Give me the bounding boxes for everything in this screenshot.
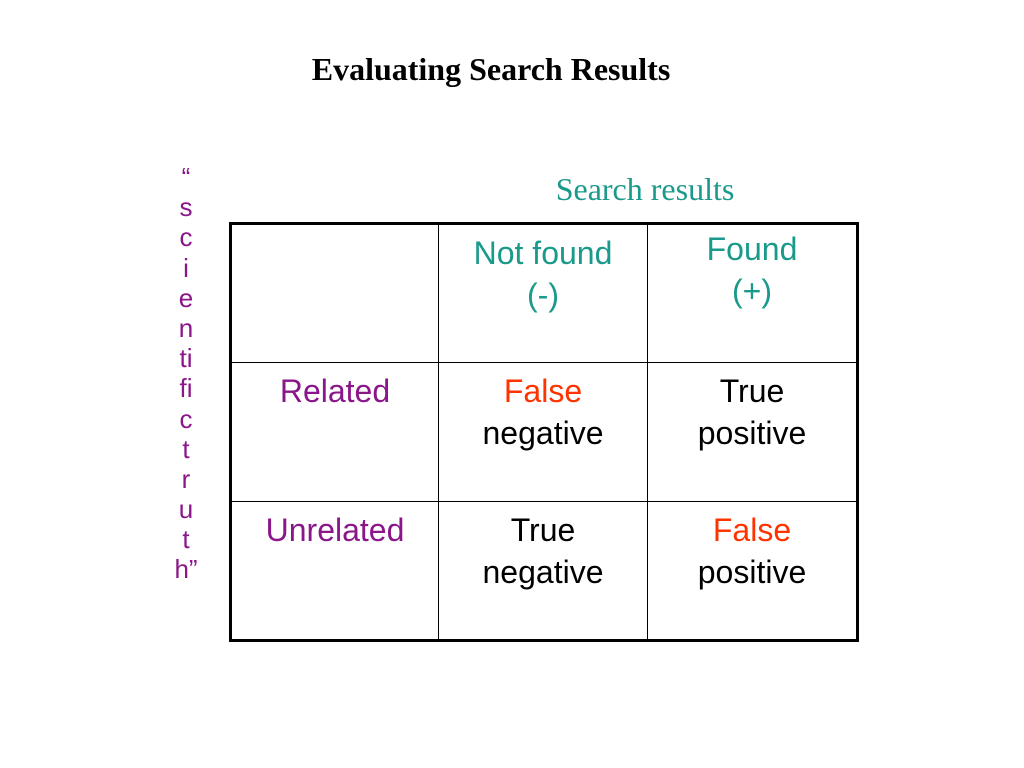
table-row: Unrelated True negative False positive — [230, 501, 858, 641]
row-group-label-char: u — [178, 494, 194, 525]
header-not-found: Not found (-) — [438, 223, 648, 363]
cell-word: positive — [697, 414, 807, 451]
row-label-unrelated: Unrelated — [230, 501, 439, 641]
row-group-label-char: c — [179, 403, 193, 434]
cell-word: positive — [697, 553, 807, 590]
row-group-label-char: “ — [181, 162, 191, 192]
cell-false-positive: False positive — [647, 501, 858, 641]
cell-word: False — [503, 373, 583, 409]
row-group-label-char: ti — [179, 343, 193, 374]
cell-word: negative — [482, 414, 604, 451]
cell-true-negative: True negative — [438, 501, 648, 641]
cell-false-negative: False negative — [438, 362, 648, 502]
cell-word: False — [712, 512, 792, 548]
table-header-row: Not found (-) Found (+) — [230, 223, 858, 363]
header-found: Found (+) — [647, 223, 858, 363]
cell-word: negative — [482, 553, 604, 590]
row-group-label-char: e — [178, 282, 194, 313]
row-label-related: Related — [230, 362, 439, 502]
row-group-label-char: t — [182, 524, 190, 555]
confusion-matrix-table: Not found (-) Found (+) Related False ne… — [229, 222, 859, 642]
cell-word: True — [719, 373, 785, 409]
header-not-found-line2: (-) — [527, 276, 559, 313]
row-group-label-char: t — [182, 433, 190, 464]
cell-true-positive: True positive — [647, 362, 858, 502]
row-group-label-char: fi — [179, 373, 193, 404]
row-group-label-char: c — [179, 222, 193, 253]
header-corner-cell — [230, 223, 439, 363]
table-row: Related False negative True positive — [230, 362, 858, 502]
header-not-found-line1: Not found — [473, 235, 613, 271]
row-group-label-char: i — [183, 252, 189, 283]
row-group-label-char: n — [178, 312, 194, 343]
header-found-line1: Found — [706, 231, 798, 267]
slide-title: Evaluating Search Results — [311, 51, 671, 87]
column-group-label: Search results — [555, 171, 735, 207]
header-found-line2: (+) — [732, 272, 772, 309]
row-group-label: “ s c i e n ti fi c t r u t h” — [166, 162, 206, 585]
row-group-label-char: h” — [174, 554, 198, 585]
row-group-label-char: s — [179, 192, 193, 223]
row-group-label-char: r — [181, 463, 191, 494]
cell-word: True — [510, 512, 576, 548]
